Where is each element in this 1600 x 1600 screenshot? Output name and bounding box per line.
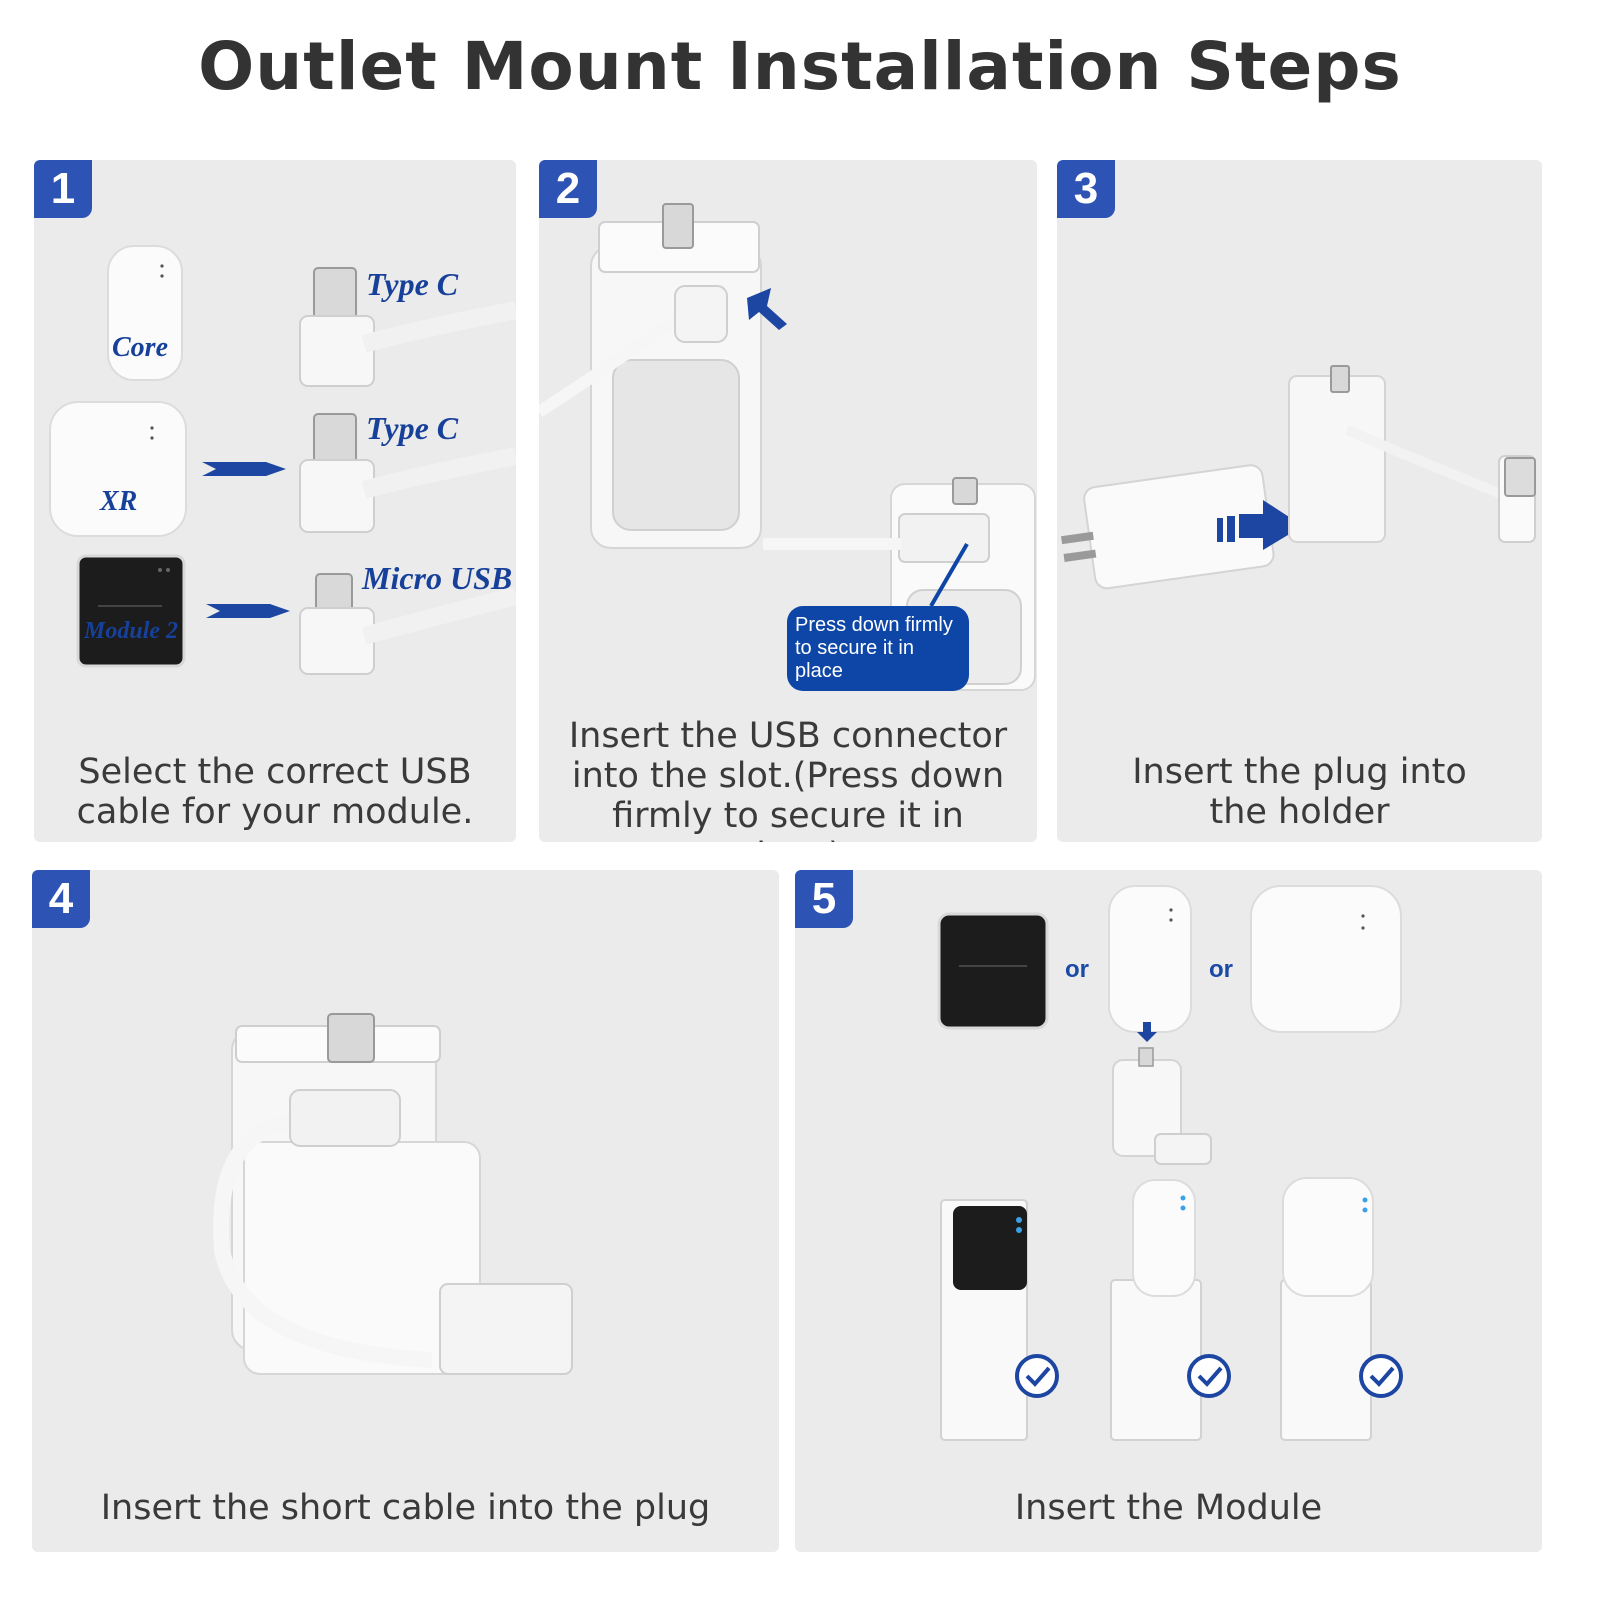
step-1-panel: 1 Core XR Module 2 Type C Type C Micro U… [34, 160, 516, 842]
step-5-panel: 5 or or Insert the Module [795, 870, 1542, 1552]
press-down-callout: Press down firmly to secure it in place [787, 606, 969, 691]
step-1-caption: Select the correct USB cable for your mo… [76, 752, 474, 832]
step-1-illustration [49, 245, 516, 675]
or-label-1: or [1065, 956, 1089, 983]
step-4-badge: 4 [32, 870, 90, 928]
step-3-badge: 3 [1057, 160, 1115, 218]
step-4-panel: 4 Insert the short cable into the plug [32, 870, 779, 1552]
module-core-label: Core [112, 332, 168, 363]
step-3-caption: Insert the plug into the holder [1132, 752, 1467, 832]
step-5-caption: Insert the Module [1014, 1488, 1323, 1528]
cable-type-c-label-1: Type C [366, 266, 459, 302]
step-2-caption: Insert the USB connector into the slot.(… [568, 716, 1008, 842]
step-5-badge: 5 [795, 870, 853, 928]
cable-type-c-label-2: Type C [366, 410, 459, 446]
step-4-caption: Insert the short cable into the plug [100, 1488, 711, 1528]
module-2-label: Module 2 [84, 618, 179, 644]
step-5-illustration [937, 885, 1403, 1441]
step-3-illustration [1061, 365, 1536, 590]
step-2-badge: 2 [539, 160, 597, 218]
cable-micro-usb-label: Micro USB [362, 560, 513, 596]
step-2-panel: 2 Press down firmly to secure it in plac… [539, 160, 1037, 842]
step-1-badge: 1 [34, 160, 92, 218]
or-label-2: or [1209, 956, 1233, 983]
step-4-illustration [213, 1013, 573, 1375]
page-title: Outlet Mount Installation Steps [198, 28, 1402, 105]
module-xr-label: XR [100, 486, 138, 517]
step-3-panel: 3 Insert the plug into the holder [1057, 160, 1542, 842]
